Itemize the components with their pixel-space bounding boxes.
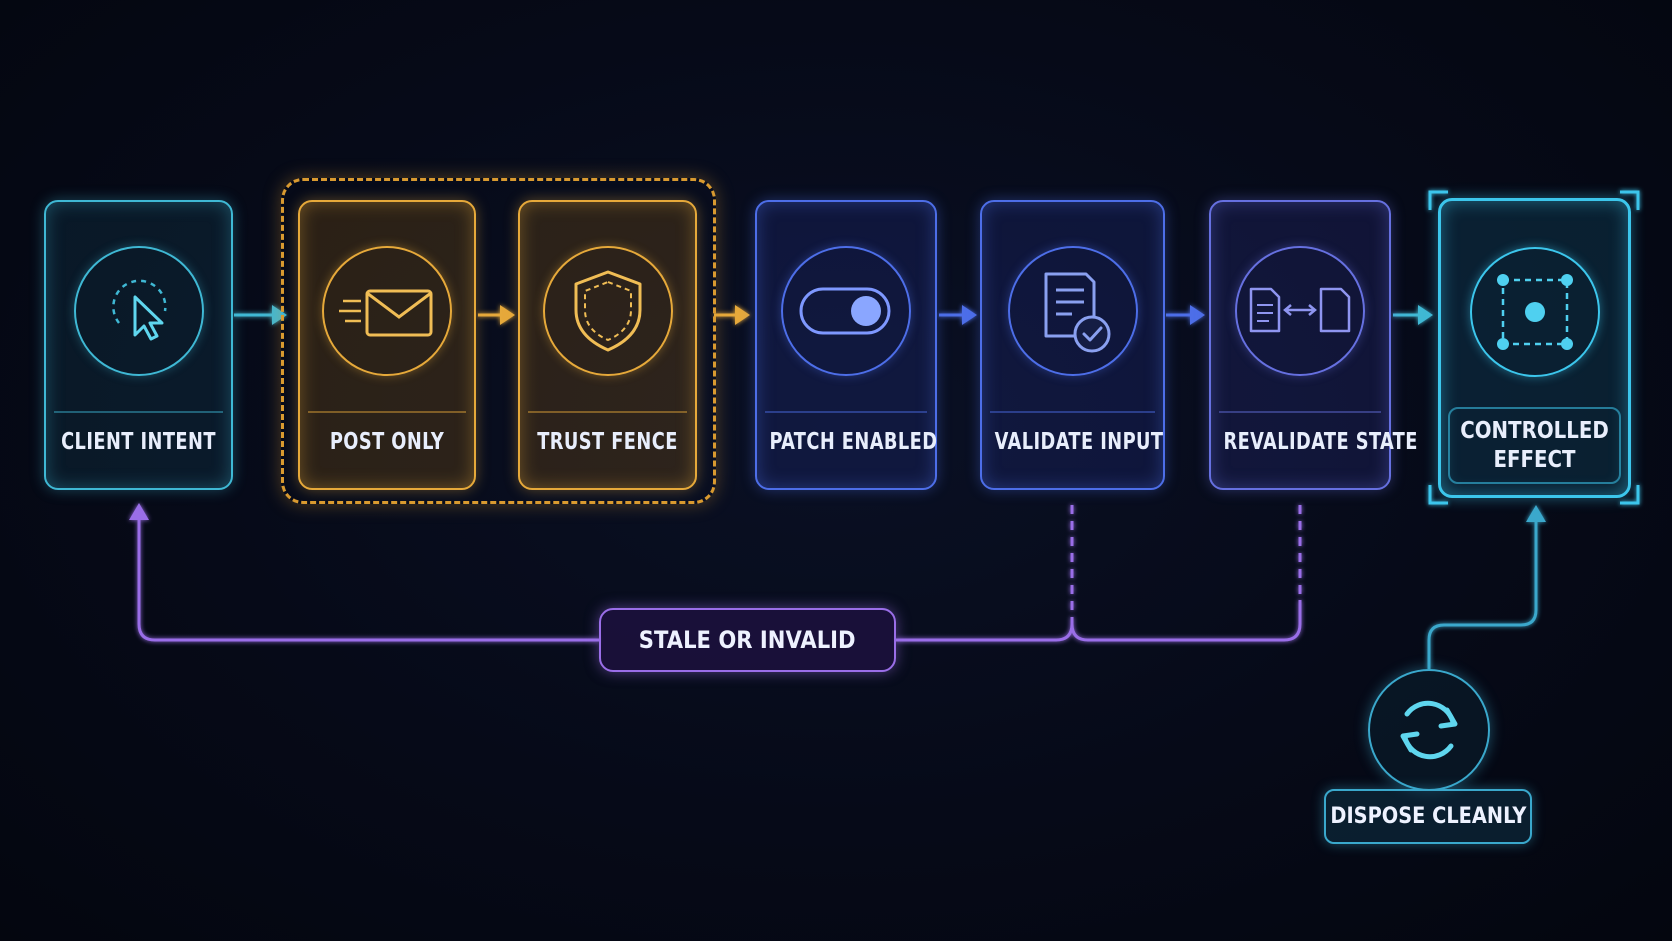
step-label: VALIDATE INPUT [994,429,1164,455]
shield-icon-ring [542,246,673,376]
cleanup-line [1427,522,1538,669]
arrowhead-cleanup-to-effect [1526,505,1546,522]
step-controlled-effect[interactable] [1438,198,1631,498]
step-trust-fence[interactable]: TRUST FENCE [518,200,697,490]
document-check-icon [1044,272,1110,353]
dispose-cleanly-label: DISPOSE CLEANLY [1329,804,1527,829]
arrowhead-revalidate-to-effect [1418,305,1433,325]
shield-icon [574,270,641,352]
step-client-intent[interactable]: CLIENT INTENT [44,200,233,490]
arrowhead-patch-to-validate [962,305,977,325]
toggle-icon [799,287,891,335]
document-compare-icon [1249,287,1351,333]
stale-or-invalid-badge: STALE OR INVALID [599,608,896,672]
trust-group-frame [281,178,716,504]
controlled-effect-label-box [1448,407,1621,484]
label-line-1: CONTROLLED [1460,418,1609,444]
feedback-line-right [896,600,1302,642]
step-label-controlled-effect: CONTROLLED EFFECT [1448,417,1621,475]
feedback-line-left [137,520,599,642]
step-post-only[interactable]: POST ONLY [298,200,476,490]
card-divider [1219,411,1381,413]
dispose-icon-ring[interactable] [1368,669,1490,791]
stale-or-invalid-label: STALE OR INVALID [639,626,856,654]
step-label: TRUST FENCE [537,429,678,455]
document-check-icon-ring [1007,246,1138,376]
target-square-icon [1496,274,1573,350]
document-compare-icon-ring [1235,246,1365,376]
card-divider [765,411,927,413]
step-label: CLIENT INTENT [61,429,216,455]
arrowhead-feedback-to-intent [129,503,149,520]
step-label: PATCH ENABLED [769,429,938,455]
step-revalidate-state[interactable]: REVALIDATE STATE [1209,200,1418,490]
card-divider [54,411,223,413]
step-validate-input[interactable]: VALIDATE INPUT [980,200,1165,490]
envelope-icon-ring [322,246,452,376]
label-line-2: EFFECT [1493,447,1576,473]
step-patch-enabled[interactable]: PATCH ENABLED [755,200,937,490]
envelope-icon [339,289,433,337]
arrowhead-trust-to-patch [735,305,750,325]
step-label: POST ONLY [329,429,445,455]
card-divider [528,411,687,413]
toggle-icon-ring [781,246,911,376]
target-square-icon-ring [1469,247,1600,377]
arrowhead-validate-to-revalidate [1190,305,1205,325]
cursor-icon-ring [73,246,204,376]
refresh-icon [1400,700,1458,760]
cursor-icon [111,279,167,341]
card-divider [990,411,1155,413]
dispose-cleanly-badge[interactable]: DISPOSE CLEANLY [1324,789,1532,844]
card-divider [308,411,466,413]
step-label: REVALIDATE STATE [1223,429,1418,455]
